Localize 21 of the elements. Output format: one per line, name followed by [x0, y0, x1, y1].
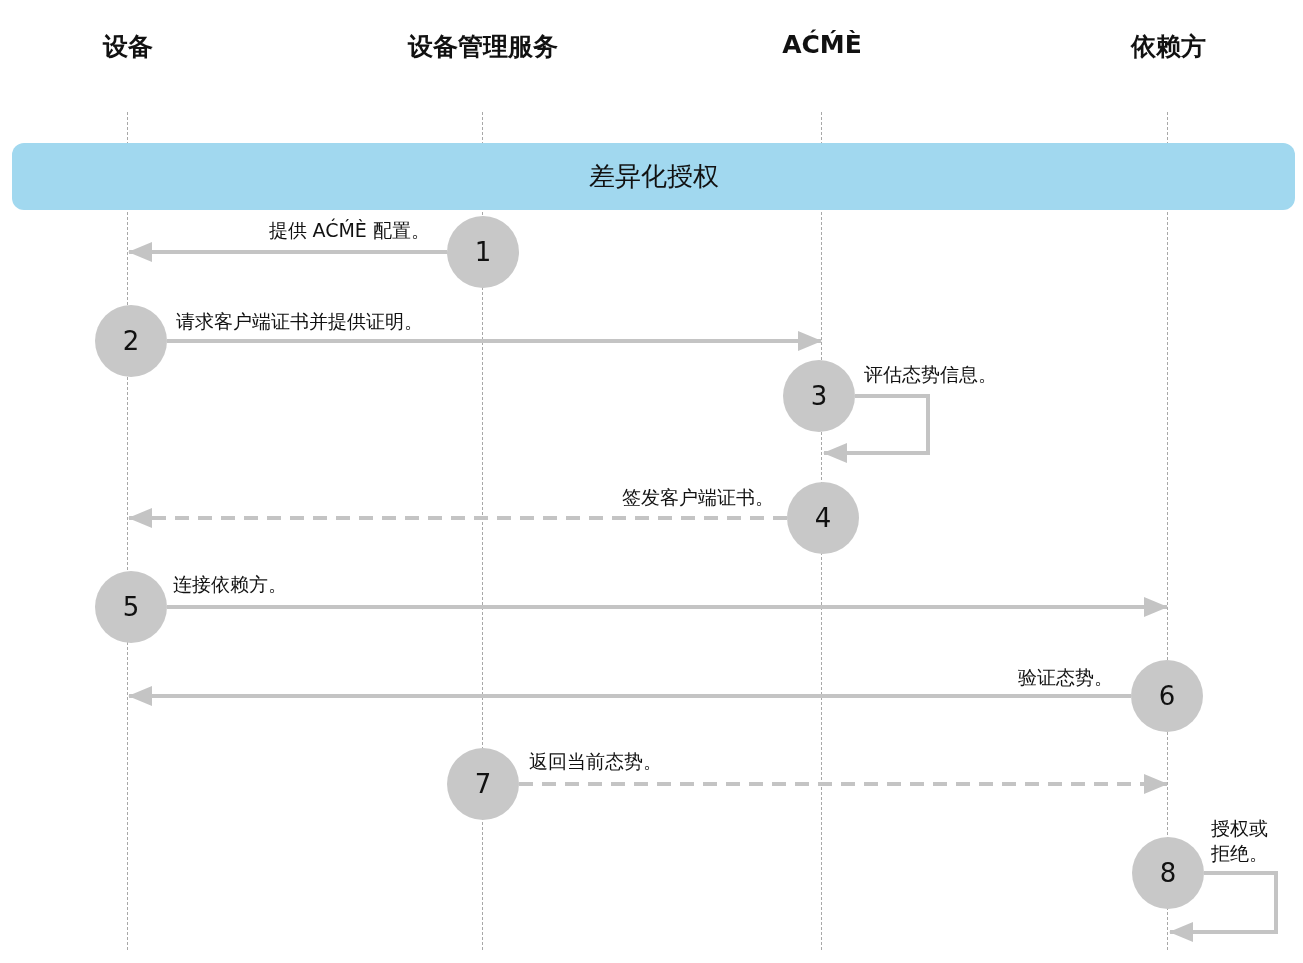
lifeline-header: AĆḾÈ — [782, 30, 862, 59]
arrow — [128, 508, 787, 528]
lifeline-header: 设备管理服务 — [408, 31, 558, 63]
arrow — [167, 331, 822, 351]
arrow — [823, 394, 930, 463]
lifeline-header: 依赖方 — [1130, 31, 1206, 63]
phase-band: 差异化授权 — [12, 143, 1295, 210]
arrow — [1169, 871, 1278, 942]
step-circle: 5 — [95, 571, 167, 643]
step-circle: 3 — [783, 360, 855, 432]
step-circle: 7 — [447, 748, 519, 820]
step-circle: 6 — [1131, 660, 1203, 732]
arrow — [519, 774, 1168, 794]
arrow — [167, 597, 1168, 617]
step-circle: 8 — [1132, 837, 1204, 909]
step-circle: 1 — [447, 216, 519, 288]
step-circle: 4 — [787, 482, 859, 554]
arrow — [128, 242, 447, 262]
lifeline-header: 设备 — [103, 31, 153, 63]
step-circle: 2 — [95, 305, 167, 377]
arrow — [128, 686, 1131, 706]
